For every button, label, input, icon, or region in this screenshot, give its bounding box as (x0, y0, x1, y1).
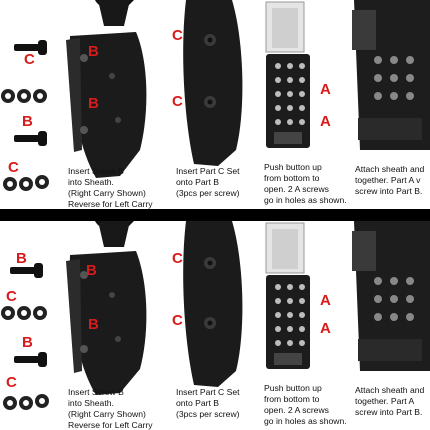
washer-c-icon (3, 394, 49, 410)
step-push-button: A A Push button up from bottom to open. … (260, 0, 350, 209)
sheath-back-illustration (183, 221, 243, 387)
sheath-illustration (1, 0, 147, 191)
washer-c-icon (1, 89, 47, 103)
washer-c-icon (3, 175, 49, 191)
label-a: A (320, 320, 331, 337)
label-c: C (24, 51, 35, 68)
screw-b-icon (10, 263, 43, 278)
label-b: B (16, 250, 27, 267)
label-b: B (22, 334, 33, 351)
panel-divider (0, 209, 430, 221)
screw-b-icon (14, 131, 47, 146)
label-b: B (88, 95, 99, 112)
belt-clip-illustration (265, 222, 310, 369)
step-caption: Push button up from bottom to open. 2 A … (264, 162, 347, 205)
step-insert-screw-b: B C B C B B Insert Screw B into Sheath. … (0, 221, 170, 430)
step-caption: Push button up from bottom to open. 2 A … (264, 383, 347, 426)
label-c: C (6, 288, 17, 305)
sheath-back-illustration (183, 0, 243, 166)
step-insert-part-c: C C Insert Part C Set onto Part B (3pcs … (170, 221, 260, 430)
label-a: A (320, 292, 331, 309)
step-push-button: A A Push button up from bottom to open. … (260, 221, 350, 430)
step-caption: Insert Part C Set onto Part B (3pcs per … (176, 166, 240, 198)
step-insert-part-c: C C Insert Part C Set onto Part B (3pcs … (170, 0, 260, 209)
label-b: B (88, 316, 99, 333)
label-b: B (88, 43, 99, 60)
step-caption: Insert Screw B into Sheath. (Right Carry… (68, 166, 153, 209)
instruction-panel-bottom: B C B C B B Insert Screw B into Sheath. … (0, 221, 430, 430)
label-a: A (320, 113, 331, 130)
screw-b-icon (14, 352, 47, 367)
label-a: A (320, 81, 331, 98)
screw-b-icon (14, 40, 47, 55)
label-c: C (172, 250, 183, 267)
label-c: C (6, 374, 17, 391)
step-attach-sheath: Attach sheath and together. Part A v scr… (350, 0, 430, 209)
label-c: C (172, 27, 183, 44)
assembled-sheath-illustration (352, 221, 430, 371)
label-c: C (8, 159, 19, 176)
step-caption: Insert Part C Set onto Part B (3pcs per … (176, 387, 240, 419)
step-caption: Attach sheath and together. Part A screw… (355, 385, 425, 417)
label-c: C (172, 93, 183, 110)
step-attach-sheath: Attach sheath and together. Part A screw… (350, 221, 430, 430)
instruction-panel-top: C B C B B Insert Screw B into Sheath. (R… (0, 0, 430, 209)
assembled-sheath-illustration (352, 0, 430, 150)
label-b: B (86, 262, 97, 279)
washer-c-icon (1, 306, 47, 320)
step-insert-screw-b: C B C B B Insert Screw B into Sheath. (R… (0, 0, 170, 209)
label-b: B (22, 113, 33, 130)
step-caption: Attach sheath and together. Part A v scr… (355, 164, 425, 196)
sheath-illustration (1, 221, 147, 410)
step-caption: Insert Screw B into Sheath. (Right Carry… (68, 387, 153, 430)
belt-clip-illustration (265, 1, 310, 148)
label-c: C (172, 312, 183, 329)
